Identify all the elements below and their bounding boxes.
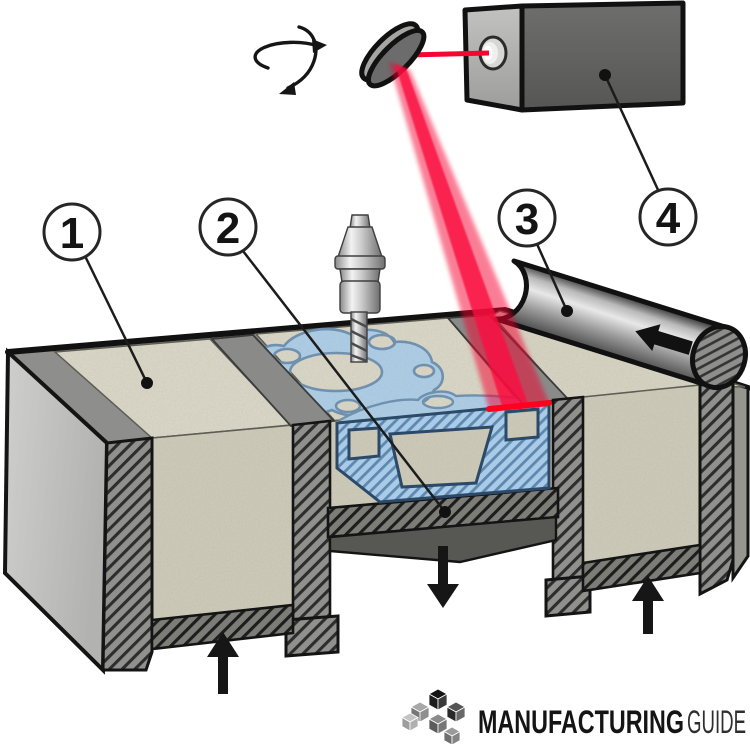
arrow-up-left-icon [207, 632, 239, 694]
arrow-down-middle-icon [427, 546, 459, 608]
callout-1: 1 [42, 202, 153, 389]
laser-beam-horizontal [408, 50, 490, 58]
callout-3-circle [497, 188, 557, 248]
mirror-face [365, 27, 427, 89]
deck-divider-left [210, 334, 336, 427]
callout-1-circle [42, 202, 102, 262]
logo-text-light: GUIDE [687, 704, 746, 740]
wall-right-outer [698, 381, 735, 597]
callout-1-dot [141, 377, 153, 389]
powder-left-front [151, 424, 294, 623]
part-cross-section [335, 401, 551, 504]
tool-flutes [350, 317, 368, 363]
roller [493, 258, 748, 391]
callout-2: 2 [198, 197, 451, 518]
platform-underside [328, 515, 558, 564]
callout-2-label: 2 [216, 204, 240, 253]
milling-tool [334, 214, 386, 363]
callout-1-label: 1 [60, 209, 84, 258]
machine-right-face [731, 382, 750, 583]
melt-line [486, 400, 552, 412]
tool-flange [334, 255, 386, 270]
laser-beam-core [395, 64, 528, 406]
callout-4-circle [638, 187, 698, 247]
brand-logo: MANUFACTURING GUIDE [401, 688, 746, 744]
piston-left [150, 603, 295, 651]
laser-beam [389, 62, 552, 412]
rotation-arrows-icon [253, 25, 327, 95]
logo-text-bold: MANUFACTURING [478, 704, 684, 740]
roller-end-cap [690, 323, 748, 391]
tool-neck [339, 268, 381, 283]
callout-3-dot [561, 305, 573, 317]
tool-taper [337, 226, 383, 258]
callout-4-label: 4 [656, 194, 681, 243]
piston-right [581, 543, 702, 593]
wall-left-outer [101, 436, 154, 672]
powder-right-front [582, 384, 701, 567]
callout-4-dot [599, 69, 611, 81]
wall-mid-left-foot [284, 614, 340, 658]
wall-mid-right-foot [544, 574, 592, 618]
callout-2-dot [439, 506, 451, 518]
tool-body [339, 280, 381, 314]
callout-3: 3 [497, 188, 573, 317]
laser-box [462, 0, 686, 113]
arrow-up-right-icon [632, 576, 664, 634]
callout-3-label: 3 [515, 195, 539, 244]
wall-mid-left [291, 419, 332, 624]
scanner-mirror [359, 21, 427, 89]
tool-pull-stud [349, 214, 371, 229]
roller-direction-arrow-icon [635, 324, 693, 355]
callout-4: 4 [599, 69, 698, 247]
laser-box-front-face [519, 0, 686, 113]
logo-cubes-icon [401, 688, 466, 744]
callout-2-circle [198, 197, 258, 257]
